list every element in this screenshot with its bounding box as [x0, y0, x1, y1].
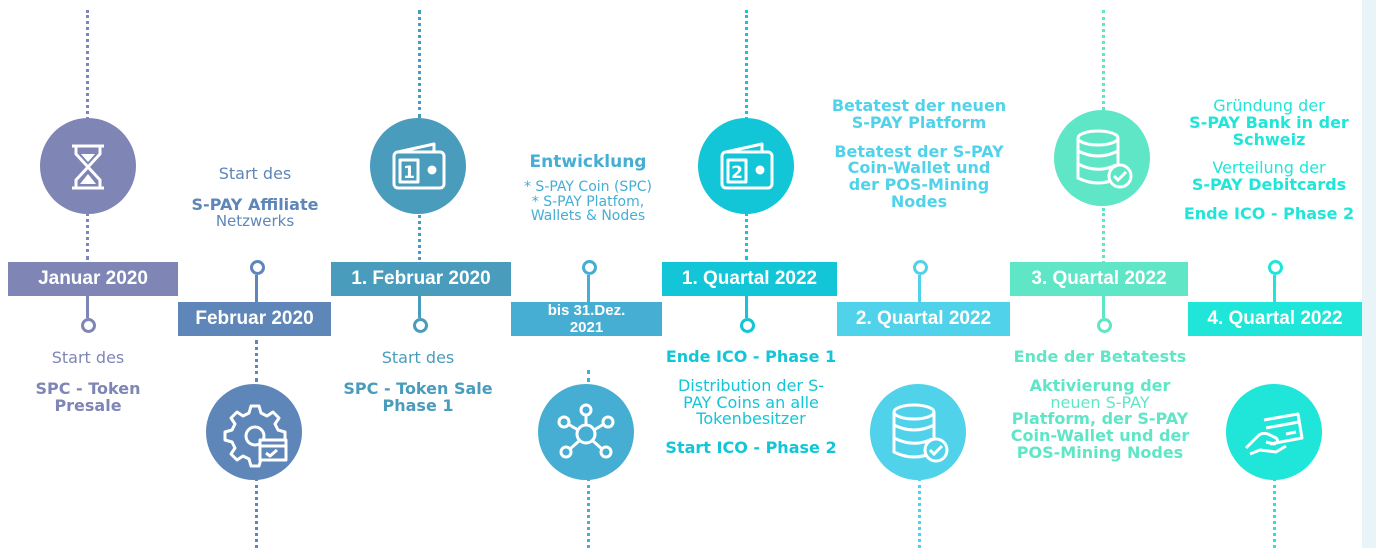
text-line: Verteilung der	[1212, 158, 1326, 178]
milestone-text-4: Entwicklung * S-PAY Coin (SPC) * S-PAY P…	[496, 152, 680, 225]
marker-stem-2	[255, 275, 258, 302]
milestone-text-6: Betatest der neuen S-PAY Platform Betate…	[822, 96, 1016, 211]
dotted-line-6-bottom	[918, 478, 921, 548]
svg-text:1: 1	[403, 163, 415, 183]
date-band-2-quartal-2022: 2. Quartal 2022	[837, 302, 1010, 336]
milestone-text-1: Start des SPC - Token Presale	[10, 348, 166, 415]
dotted-line-8-bottom	[1273, 478, 1276, 548]
milestone-text-3: Start des SPC - Token Sale Phase 1	[330, 348, 506, 415]
dotted-line-4-low	[587, 370, 590, 382]
text-line: Betatest der S-PAY	[834, 141, 1004, 161]
text-line: Wallets & Nodes	[530, 208, 646, 225]
dotted-line-2-bottom	[255, 478, 258, 548]
text-line: Entwicklung	[529, 152, 647, 172]
text-line: Schweiz	[1232, 129, 1306, 149]
timeline-marker-3	[413, 318, 428, 333]
text-line: neuen S-PAY	[1050, 392, 1150, 412]
text-line: Coin-Wallet und der	[1010, 426, 1190, 446]
text-line: PAY Coins an alle	[683, 392, 819, 412]
text-line: S-PAY Debitcards	[1191, 175, 1347, 195]
text-line: Distribution der S-	[677, 375, 825, 395]
timeline-marker-1	[81, 318, 96, 333]
text-line: SPC - Token	[35, 378, 141, 398]
text-line: Aktivierung der	[1029, 375, 1171, 395]
dotted-line-4-bottom	[587, 478, 590, 548]
wallet-2-icon: 2	[698, 118, 794, 214]
marker-stem-7	[1102, 296, 1105, 318]
text-line: S-PAY Platform	[851, 112, 987, 132]
hourglass-icon	[40, 118, 136, 214]
dotted-line-3-top	[418, 10, 421, 118]
milestone-text-8: Gründung der S-PAY Bank in der Schweiz V…	[1174, 96, 1364, 223]
text-line: Gründung der	[1213, 96, 1325, 115]
marker-stem-4	[587, 275, 590, 302]
timeline-marker-2	[250, 260, 265, 275]
date-band-line: 2021	[569, 319, 604, 336]
text-line: SPC - Token Sale	[343, 378, 493, 398]
text-line: Ende ICO - Phase 1	[665, 347, 837, 366]
text-line: S-PAY Bank in der	[1189, 112, 1349, 132]
text-line: S-PAY Affiliate	[191, 194, 319, 214]
dotted-line-7-mid	[1102, 208, 1105, 264]
timeline-marker-5	[740, 318, 755, 333]
text-line: * S-PAY Coin (SPC)	[523, 178, 652, 195]
dotted-line-5-top	[745, 10, 748, 120]
date-band-1-februar-2020: 1. Februar 2020	[331, 262, 511, 296]
text-line: Phase 1	[382, 395, 454, 415]
text-line: Platform, der S-PAY	[1011, 409, 1189, 429]
network-nodes-icon	[538, 384, 634, 480]
wallet-1-icon: 1	[370, 118, 466, 214]
text-line: Coin-Wallet und	[847, 158, 991, 178]
date-band-februar-2020: Februar 2020	[178, 302, 331, 336]
marker-stem-5	[745, 296, 748, 318]
text-line: Start des	[381, 348, 455, 367]
marker-stem-1	[86, 296, 89, 318]
database-check-icon	[870, 384, 966, 480]
date-band-bis-31-dez-2021: bis 31.Dez. 2021	[511, 302, 662, 336]
milestone-text-7: Ende der Betatests Aktivierung der neuen…	[1000, 347, 1200, 462]
text-line: Nodes	[890, 191, 948, 211]
text-line: Tokenbesitzer	[696, 409, 806, 429]
text-line: Presale	[54, 395, 122, 415]
date-band-januar-2020: Januar 2020	[8, 262, 178, 296]
marker-stem-6	[918, 275, 921, 302]
timeline-marker-8	[1268, 260, 1283, 275]
dotted-line-7-top	[1102, 10, 1105, 110]
milestone-text-5: Ende ICO - Phase 1 Distribution der S- P…	[658, 347, 844, 458]
marker-stem-8	[1273, 275, 1276, 302]
text-line: Start des	[51, 348, 125, 367]
right-edge-strip	[1362, 0, 1376, 548]
marker-stem-3	[418, 296, 421, 318]
timeline-marker-7	[1097, 318, 1112, 333]
text-line: Start des	[218, 164, 292, 183]
database-check-icon	[1054, 110, 1150, 206]
card-hand-icon	[1226, 384, 1322, 480]
dotted-line-1-top	[86, 10, 89, 120]
date-band-4-quartal-2022: 4. Quartal 2022	[1188, 302, 1362, 336]
text-line: * S-PAY Platfom,	[531, 193, 645, 210]
date-band-3-quartal-2022: 3. Quartal 2022	[1010, 262, 1188, 296]
dotted-line-3-mid	[418, 210, 421, 260]
svg-text:2: 2	[731, 163, 743, 183]
text-line: Start ICO - Phase 2	[665, 438, 837, 458]
text-line: Ende der Betatests	[1013, 347, 1187, 366]
milestone-text-2: Start des S-PAY Affiliate Netzwerks	[178, 164, 332, 230]
dotted-line-2-low	[255, 340, 258, 382]
dotted-line-5-mid	[745, 212, 748, 260]
date-band-1-quartal-2022: 1. Quartal 2022	[662, 262, 837, 296]
text-line: Ende ICO - Phase 2	[1183, 203, 1355, 223]
text-line: der POS-Mining	[848, 175, 990, 195]
dotted-line-1-mid	[86, 212, 89, 260]
gear-settings-icon	[206, 384, 302, 480]
text-line: Betatest der neuen	[831, 96, 1007, 115]
timeline-marker-6	[913, 260, 928, 275]
timeline-marker-4	[582, 260, 597, 275]
date-band-line: bis 31.Dez.	[547, 302, 626, 319]
text-line: POS-Mining Nodes	[1016, 442, 1184, 462]
text-line: Netzwerks	[215, 211, 295, 230]
